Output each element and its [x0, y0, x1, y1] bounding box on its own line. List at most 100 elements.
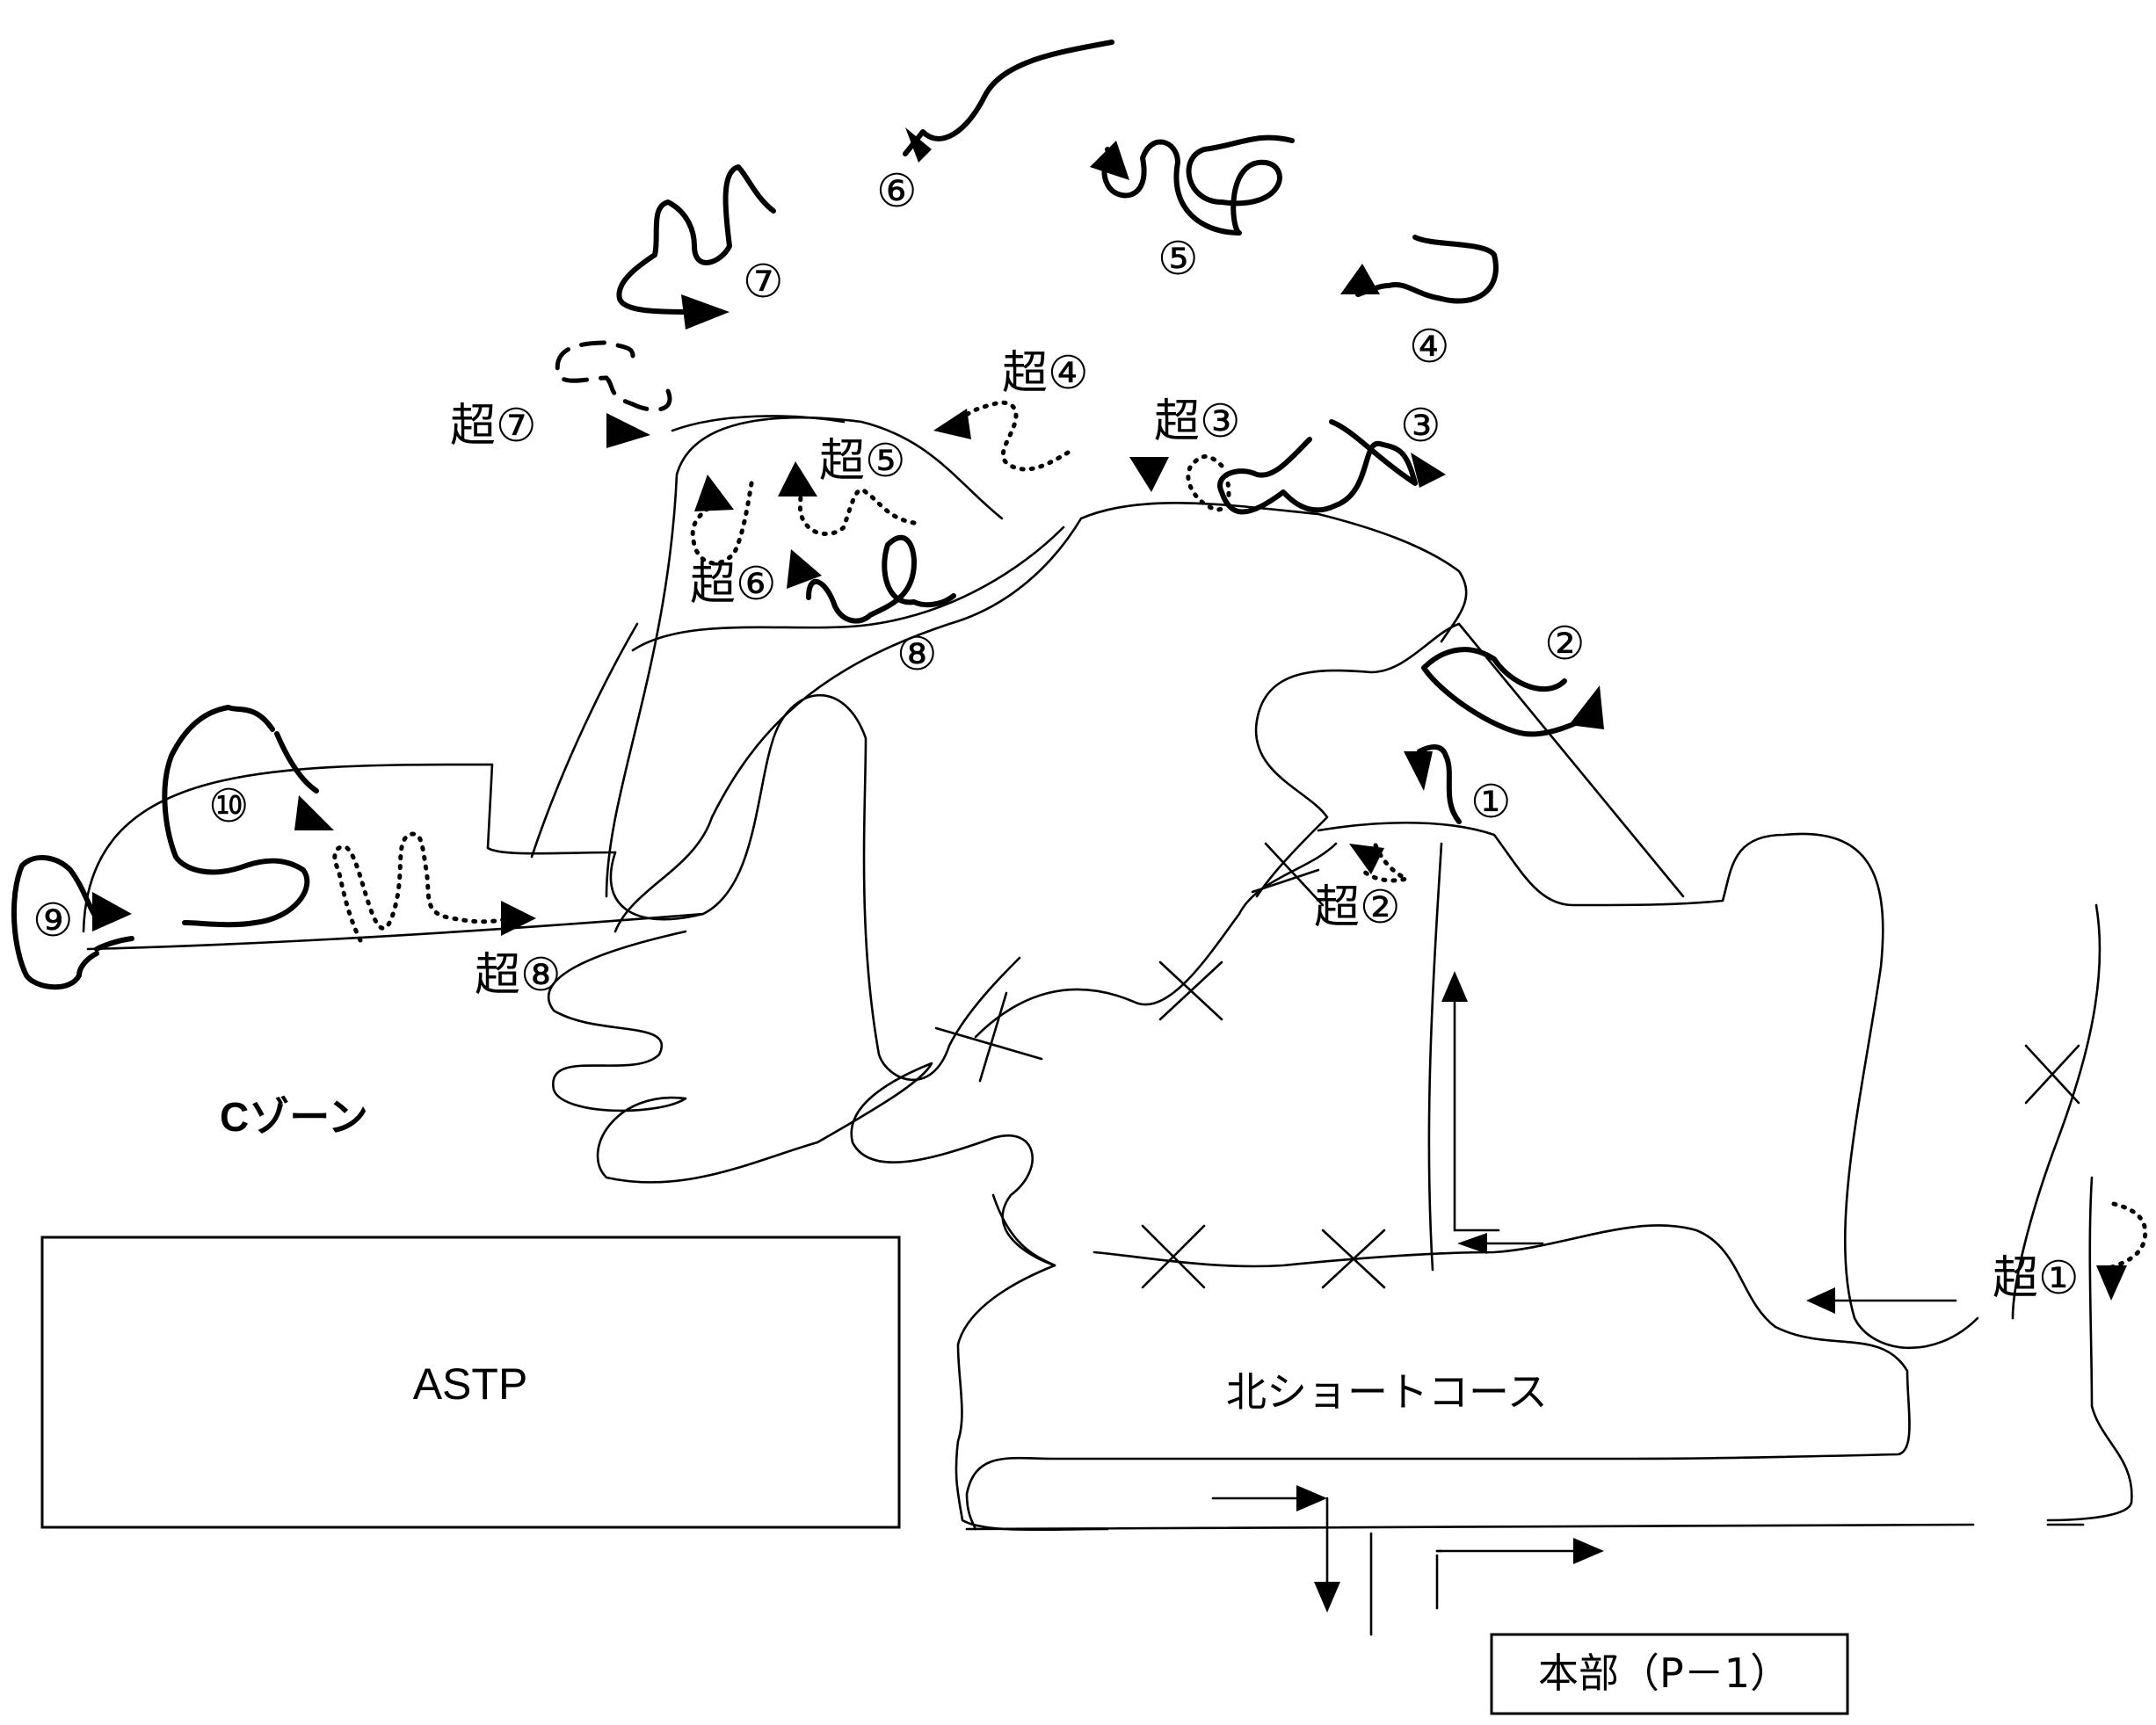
- course-3-arrow: [1411, 453, 1446, 488]
- course-10-arrow: [294, 795, 334, 830]
- super-8-arrow: [501, 901, 536, 936]
- course-trail-1: [1417, 744, 1462, 824]
- super-4-arrow: [933, 409, 971, 439]
- junction-arrow-head: [1457, 1233, 1487, 1254]
- super-6-arrow: [694, 475, 734, 511]
- far-right-lower-boundary: [2046, 1176, 2133, 1522]
- course-trails: [11, 40, 1593, 990]
- course-trail-9-tail: [94, 936, 134, 952]
- course-8-arrow: [787, 549, 822, 589]
- super-7-arrow: [606, 413, 650, 448]
- super-label-2: 超②: [1314, 881, 1401, 934]
- headquarters-box: [1490, 1633, 1849, 1715]
- super-label-8: 超⑧: [475, 949, 562, 1002]
- astp-box: [40, 1236, 901, 1529]
- super-trail-4: [955, 400, 1071, 472]
- north-road-arrow-head: [1441, 971, 1468, 1002]
- super-trail-8: [332, 831, 512, 943]
- plateau-inner-line: [631, 525, 1065, 652]
- super-3-arrow: [1129, 457, 1169, 492]
- right-ridge-outline: [1317, 821, 1979, 1350]
- super-trail-5: [793, 476, 917, 536]
- course-label-8: ⑧: [897, 628, 938, 681]
- super-1-arrow: [2096, 1265, 2127, 1301]
- course-4-arrow: [1340, 264, 1380, 294]
- super-label-1: 超①: [1993, 1252, 2080, 1305]
- course-6-arrow: [905, 127, 932, 163]
- entrance-arrow-in-head: [1296, 1485, 1327, 1511]
- central-lower-ridge: [974, 842, 1338, 1039]
- course-trail-9: [11, 854, 99, 990]
- course-trail-4: [1355, 235, 1499, 304]
- right-diagonal-boundary: [1457, 622, 1685, 898]
- course-trail-6: [903, 40, 1114, 156]
- cross-mark: [934, 991, 1043, 1083]
- course-label-4: ④: [1409, 321, 1450, 373]
- west-road-arrow-head: [1806, 1287, 1835, 1314]
- plateau-upper-edge: [671, 415, 846, 432]
- course-trail-8: [806, 534, 956, 624]
- super-label-5: 超⑤: [819, 435, 906, 488]
- left-ribbon-top: [82, 763, 617, 933]
- course-9-arrow: [92, 892, 132, 931]
- course-label-2: ②: [1544, 618, 1586, 670]
- entrance-arrow-down-head: [1314, 1582, 1340, 1613]
- cross-mark: [1141, 1224, 1206, 1289]
- trail-arrowheads: [92, 127, 2127, 1301]
- course-2-arrow: [1569, 685, 1604, 729]
- course-trail-7: [616, 164, 776, 315]
- super-trails: [332, 340, 2148, 1272]
- lower-wavy-edge: [547, 930, 1056, 1267]
- terrain-lines: [82, 415, 2133, 1636]
- course-label-6: ⑥: [876, 165, 918, 218]
- exit-arrow-head: [1573, 1538, 1604, 1564]
- course-label-9: ⑨: [33, 895, 74, 947]
- course-1-arrow: [1404, 751, 1433, 791]
- top-plateau-outline: [605, 416, 1004, 898]
- cross-mark: [1321, 1229, 1386, 1289]
- course-label-7: ⑦: [743, 256, 784, 308]
- upper-ridge-outline: [613, 502, 1468, 933]
- north-road-arrow-base: [1453, 1229, 1544, 1245]
- left-ribbon-bottom: [86, 912, 705, 951]
- road-arrows: [1211, 971, 1957, 1613]
- course-label-5: ⑤: [1158, 233, 1199, 286]
- course-trail-10-tail: [274, 731, 319, 794]
- super-trail-6: [690, 481, 754, 566]
- cross-mark: [1251, 842, 1325, 907]
- short-course-left-edge: [955, 1193, 1109, 1532]
- super-label-6: 超⑥: [690, 558, 777, 611]
- plateau-left-slope: [530, 622, 639, 859]
- super-trail-3: [1186, 454, 1231, 512]
- course-5-arrow: [1090, 141, 1129, 180]
- cross-marks: [934, 842, 2080, 1289]
- super-label-7: 超⑦: [450, 400, 537, 453]
- super-5-arrow: [778, 461, 817, 496]
- super-trail-7: [555, 340, 672, 412]
- super-2-arrow: [1349, 844, 1384, 874]
- cross-mark: [2024, 1044, 2080, 1105]
- course-7-arrow: [681, 294, 730, 330]
- course-trail-2: [1421, 647, 1593, 737]
- course-trail-10: [162, 705, 310, 928]
- zone-label: Cゾーン: [220, 1094, 368, 1140]
- course-trail-3: [1217, 419, 1418, 515]
- headquarters-label: 本部（P－1）: [1538, 1649, 1790, 1697]
- north-short-course-label: 北ショートコース: [1226, 1368, 1548, 1416]
- central-valley-outline: [609, 693, 1021, 1082]
- super-label-4: 超④: [1002, 347, 1089, 400]
- super-trail-1: [2102, 1201, 2148, 1272]
- labels: ⑥ ⑤ ⑦ ④ ③ ② ① ⑧ ⑩ ⑨ 超④ 超③ 超⑦ 超⑤ 超⑥ 超② 超⑧…: [33, 165, 2080, 1697]
- course-trail-5: [1101, 134, 1295, 236]
- vertical-access-road: [1427, 842, 1443, 1272]
- course-label-3: ③: [1400, 400, 1441, 453]
- super-label-3: 超③: [1154, 395, 1241, 448]
- far-right-boundary: [2011, 903, 2102, 1320]
- super-trail-2: [1360, 843, 1413, 883]
- bottom-road: [965, 1523, 1975, 1531]
- short-course-outline: [965, 1224, 1911, 1531]
- middle-ridge-line: [1254, 622, 1461, 898]
- course-label-1: ①: [1470, 776, 1512, 829]
